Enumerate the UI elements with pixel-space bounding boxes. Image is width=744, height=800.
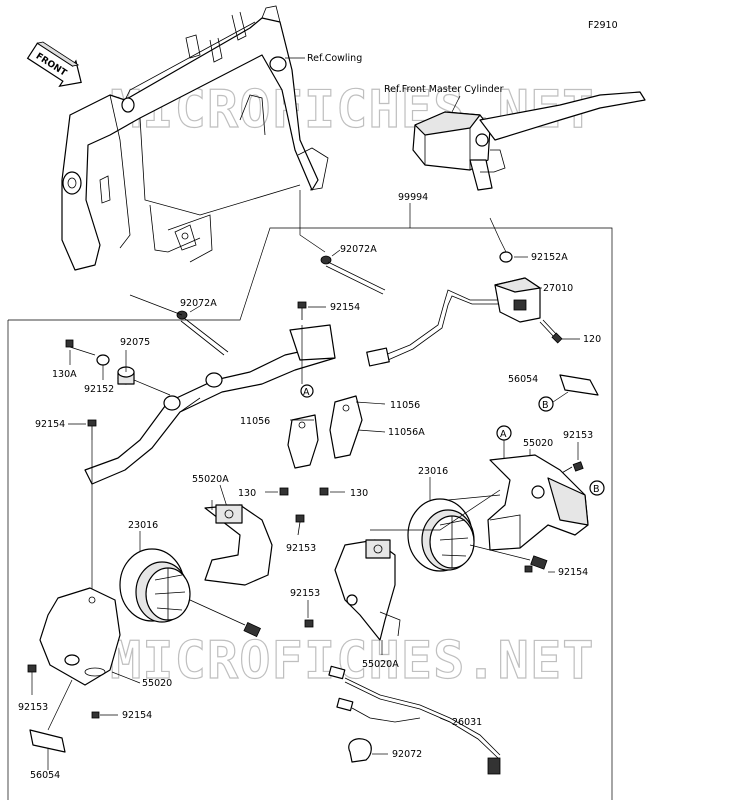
- callout-92153-mid2: 92153: [290, 588, 320, 599]
- front-direction-arrow-icon: FRONT: [26, 41, 82, 88]
- callout-27010: 27010: [543, 283, 573, 294]
- callout-55020A-right: 55020A: [362, 659, 399, 670]
- callout-120: 120: [583, 334, 601, 345]
- mount-bracket-55020-left: [39, 587, 121, 686]
- marker-B-far-text: B: [593, 484, 600, 495]
- callout-55020-right: 55020: [523, 438, 553, 449]
- label-56054-right: [559, 374, 599, 396]
- callout-92152A: 92152A: [531, 252, 568, 263]
- band-92072A-left: [176, 310, 229, 356]
- bolt-92154-right: [524, 565, 533, 573]
- figure-code: F2910: [588, 20, 618, 31]
- callout-130A: 130A: [52, 369, 77, 380]
- callout-92153-mid: 92153: [286, 543, 316, 554]
- callout-92153-left: 92153: [18, 702, 48, 713]
- marker-B-right-text: B: [542, 400, 549, 411]
- callout-92072A-left: 92072A: [180, 298, 217, 309]
- callout-92072: 92072: [392, 749, 422, 760]
- callout-11056-left: 11056: [240, 416, 270, 427]
- marker-A-left-text: A: [303, 387, 310, 398]
- bolt-92154-left: [87, 419, 97, 440]
- bolt-130-right: [319, 487, 329, 496]
- ref-cowling-label: Ref.Cowling: [307, 53, 362, 64]
- bolt-92153-right: [559, 461, 584, 475]
- callout-130-right: 130: [350, 488, 368, 499]
- fog-lamp-23016-right: [407, 498, 548, 572]
- housing-55020A-left: [204, 504, 273, 586]
- mounting-bar-bracket: [84, 324, 336, 485]
- band-92072: [348, 738, 372, 763]
- callout-92154-right: 92154: [558, 567, 588, 578]
- callout-56054-right: 56054: [508, 374, 538, 385]
- callout-11056A: 11056A: [388, 427, 425, 438]
- ref-front-master-cylinder-label: Ref.Front Master Cylinder: [384, 84, 504, 95]
- callout-56054-left: 56054: [30, 770, 60, 781]
- callout-92154-bottom: 92154: [122, 710, 152, 721]
- bracket-11056-right: [329, 395, 363, 459]
- bolt-92153-left: [27, 664, 37, 673]
- marker-B-far: [589, 480, 605, 496]
- callout-11056-right: 11056: [390, 400, 420, 411]
- bolt-130A: [65, 339, 96, 356]
- marker-A-right-text: A: [500, 429, 507, 440]
- bolt-92153-mid2: [304, 619, 314, 628]
- kit-bounding-line: [7, 227, 613, 800]
- marker-B-right: [538, 396, 554, 412]
- callout-92154-left: 92154: [35, 419, 65, 430]
- frame-cowling-stay: [61, 5, 329, 271]
- callout-130-left: 130: [238, 488, 256, 499]
- watermark-bottom: MICROFICHES.NET: [110, 631, 595, 691]
- marker-A-left: [300, 384, 314, 398]
- callout-55020A-left: 55020A: [192, 474, 229, 485]
- bracket-11056-left: [287, 414, 319, 469]
- wiring-harness-26031: [328, 665, 501, 775]
- band-92072A-top: [320, 255, 386, 295]
- callout-26031: 26031: [452, 717, 482, 728]
- handlebar-switch-27010: [366, 277, 541, 367]
- bolt-130-left: [279, 487, 289, 496]
- callout-55020-left: 55020: [142, 678, 172, 689]
- callout-92152: 92152: [84, 384, 114, 395]
- callout-23016-right: 23016: [418, 466, 448, 477]
- front-master-cylinder: [412, 91, 646, 191]
- label-56054-left: [29, 729, 66, 753]
- callout-23016-left: 23016: [128, 520, 158, 531]
- callout-92154-top: 92154: [330, 302, 360, 313]
- fog-lamp-23016-left: [119, 548, 261, 638]
- callout-92075: 92075: [120, 337, 150, 348]
- mount-bracket-55020-right: [487, 454, 589, 551]
- callout-92153-right: 92153: [563, 430, 593, 441]
- collar-92152: [96, 354, 110, 366]
- housing-55020A-right: [334, 539, 401, 641]
- collar-92152A: [499, 251, 513, 263]
- bolt-92154-top: [297, 301, 307, 320]
- kit-number-label: 99994: [398, 192, 428, 203]
- bolt-92154-bottom: [91, 711, 100, 719]
- bolt-92153-mid: [295, 514, 305, 536]
- callout-92072A-top: 92072A: [340, 244, 377, 255]
